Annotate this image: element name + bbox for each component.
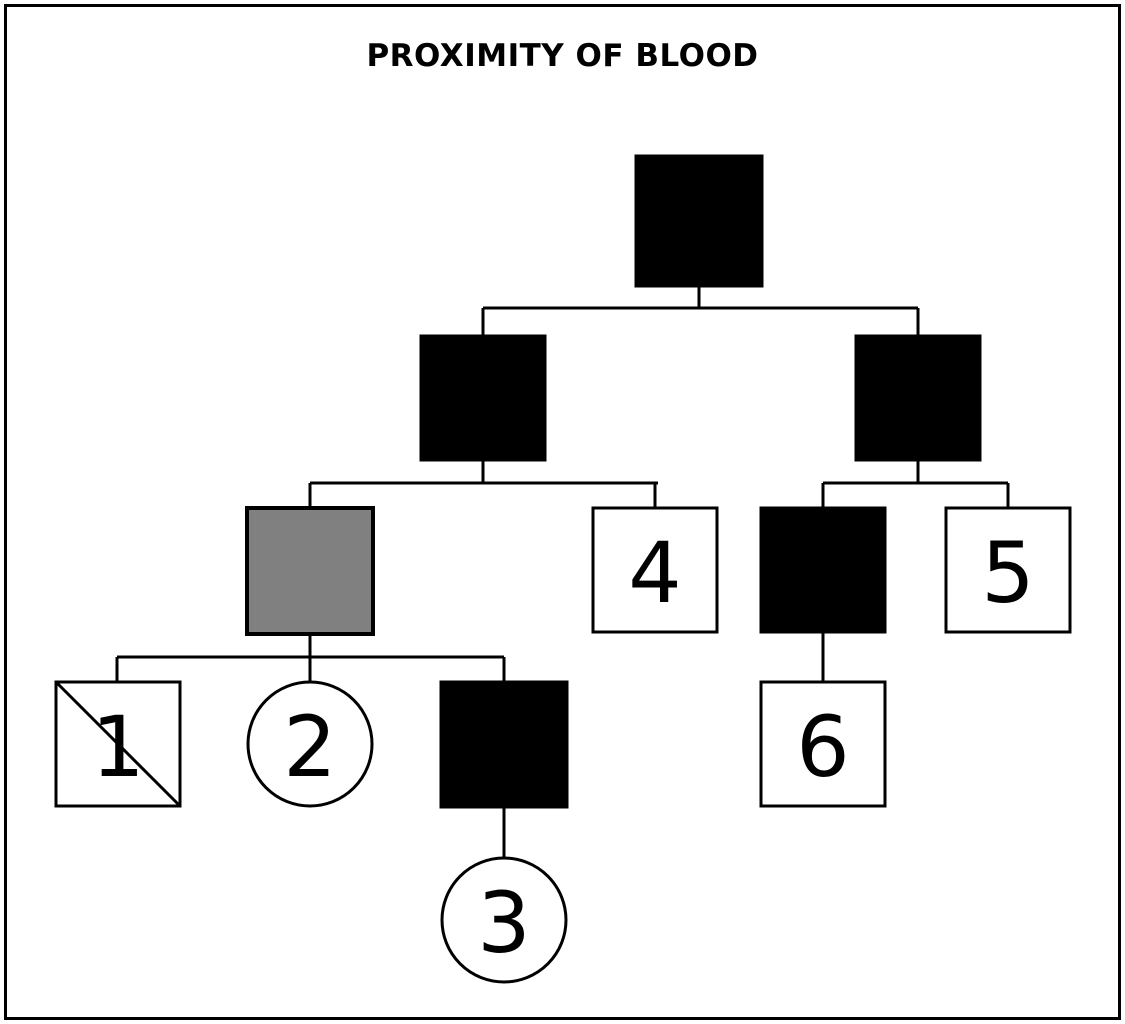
node-label-1: 1 — [91, 698, 144, 796]
chart-title: PROXIMITY OF BLOOD — [366, 38, 759, 74]
pedigree-node-g4-d[interactable]: 6 — [759, 680, 887, 808]
pedigree-node-g2-b[interactable] — [854, 334, 982, 462]
pedigree-node-g4-a-deceased[interactable]: 1 — [54, 680, 182, 808]
connector-lines — [115, 286, 1010, 859]
pedigree-node-g4-b[interactable]: 2 — [246, 680, 374, 808]
node-shape-circle-open[interactable] — [440, 856, 568, 984]
node-shape-square-filled[interactable] — [759, 506, 887, 634]
node-shape-square-filled[interactable] — [419, 334, 547, 462]
node-shape-square-open[interactable] — [591, 506, 719, 634]
pedigree-node-g3-c[interactable] — [759, 506, 887, 634]
node-shape-square-open[interactable] — [759, 680, 887, 808]
node-label-3: 3 — [477, 874, 530, 972]
node-shape-square-filled[interactable] — [634, 154, 764, 288]
pedigree-node-g3-a-carrier[interactable] — [245, 506, 375, 636]
pedigree-node-g1-a[interactable] — [634, 154, 764, 288]
pedigree-node-g4-c[interactable] — [439, 680, 569, 809]
deceased-slash-icon — [54, 680, 182, 808]
node-shape-circle-open[interactable] — [246, 680, 374, 808]
node-label-2: 2 — [283, 698, 336, 796]
pedigree-node-g3-d[interactable]: 5 — [944, 506, 1072, 634]
pedigree-node-g3-b[interactable]: 4 — [591, 506, 719, 634]
node-shape-square-filled[interactable] — [854, 334, 982, 462]
node-label-5: 5 — [981, 524, 1034, 622]
pedigree-node-g2-a[interactable] — [419, 334, 547, 462]
node-shape-square-open[interactable] — [944, 506, 1072, 634]
pedigree-node-g5-a[interactable]: 3 — [440, 856, 568, 984]
node-label-6: 6 — [796, 698, 849, 796]
node-label-4: 4 — [628, 524, 681, 622]
node-shape-square-filled[interactable] — [439, 680, 569, 809]
node-shape-square-gray[interactable] — [245, 506, 375, 636]
